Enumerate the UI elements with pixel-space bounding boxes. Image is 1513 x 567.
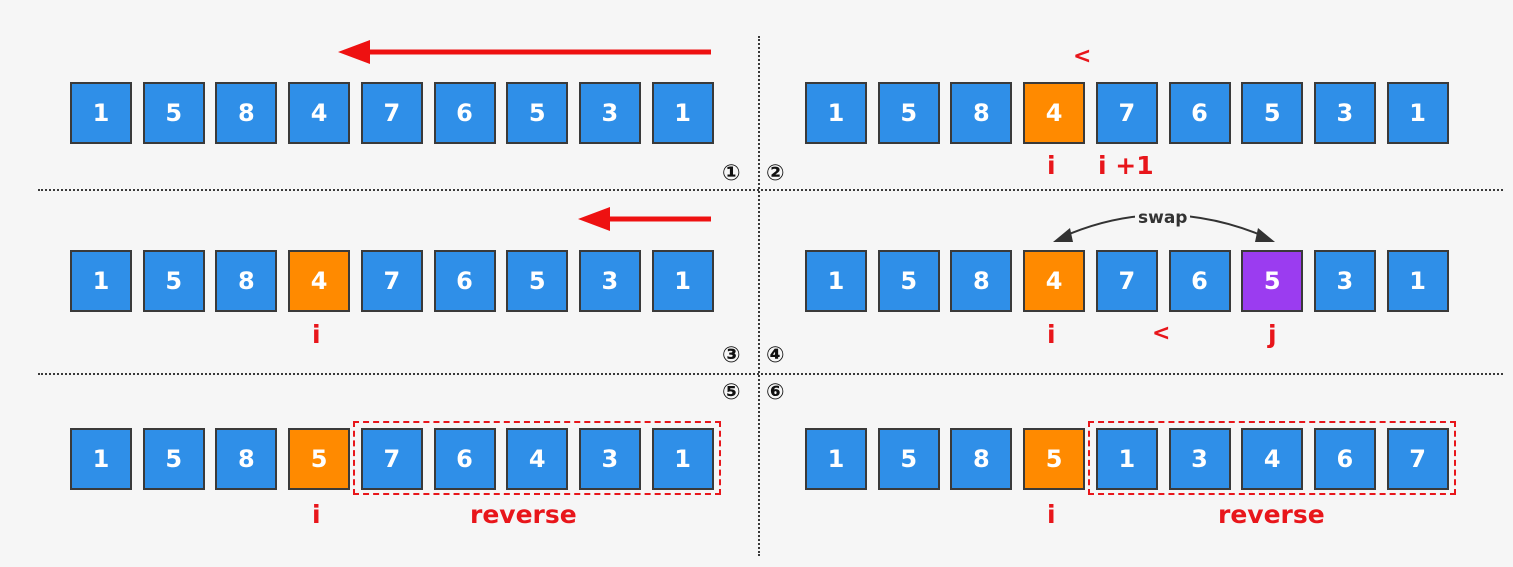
reverse-label-panel-6: reverse [1218, 500, 1325, 529]
array-cell: 1 [651, 82, 714, 144]
array-cell: 1 [70, 82, 132, 144]
array-cell: 1 [1386, 250, 1449, 312]
array-cell: 4 [1023, 82, 1086, 144]
reverse-range-box-panel-5 [353, 421, 721, 495]
array-cell: 4 [1241, 428, 1304, 490]
array-cell: 1 [651, 250, 714, 312]
step-1-marker: ① [722, 161, 741, 186]
array-cell: 5 [877, 82, 940, 144]
array-cell: 7 [360, 428, 423, 490]
array-cell: 7 [1095, 250, 1158, 312]
array-cell: 3 [578, 82, 641, 144]
step-4-marker: ④ [766, 343, 785, 368]
index-i-label-panel-5: i [312, 500, 321, 529]
array-cell: 4 [288, 82, 351, 144]
scan-arrow-panel-3 [578, 207, 711, 231]
array-cell: 1 [70, 428, 132, 490]
array-cell: 6 [1168, 250, 1231, 312]
array-cell: 7 [360, 82, 423, 144]
index-j-label-panel-4: j [1268, 320, 1277, 349]
array-cell: 6 [433, 250, 496, 312]
index-i-label-panel-6: i [1047, 500, 1056, 529]
step-2-marker: ② [766, 161, 785, 186]
array-cell: 4 [506, 428, 569, 490]
index-i-plus-1-label-panel-2: i +1 [1098, 151, 1154, 180]
array-cell: 5 [1241, 250, 1304, 312]
array-cell: 5 [1241, 82, 1304, 144]
array-cell: 1 [1386, 82, 1449, 144]
array-cell: 5 [288, 428, 351, 490]
divider-vertical [758, 36, 760, 556]
reverse-range-box-panel-6 [1088, 421, 1456, 495]
array-cell: 5 [877, 428, 940, 490]
reverse-label-panel-5: reverse [470, 500, 577, 529]
array-cell: 8 [950, 428, 1013, 490]
divider-horizontal-top [38, 189, 1503, 191]
step-6-marker: ⑥ [766, 380, 785, 405]
array-cell: 4 [1023, 250, 1086, 312]
array-cell: 8 [215, 428, 278, 490]
index-i-label-panel-2: i [1047, 151, 1056, 180]
array-cell: 7 [1095, 82, 1158, 144]
array-cell: 6 [1313, 428, 1376, 490]
scan-arrow-panel-1 [338, 40, 711, 64]
array-cell: 3 [1313, 82, 1376, 144]
less-than-marker-panel-2: < [1073, 44, 1092, 69]
array-cell: 3 [1313, 250, 1376, 312]
array-cell: 8 [215, 82, 278, 144]
array-cell: 5 [142, 428, 205, 490]
array-cell: 3 [1168, 428, 1231, 490]
array-cell: 8 [950, 82, 1013, 144]
step-3-marker: ③ [722, 343, 741, 368]
swap-label: swap [1135, 210, 1191, 227]
array-cell: 7 [1386, 428, 1449, 490]
array-cell: 1 [805, 82, 867, 144]
array-cell: 1 [805, 428, 867, 490]
less-than-marker-panel-4: < [1152, 321, 1171, 346]
array-cell: 6 [433, 428, 496, 490]
divider-horizontal-bottom [38, 373, 1503, 375]
array-cell: 3 [578, 428, 641, 490]
array-cell: 3 [578, 250, 641, 312]
step-5-marker: ⑤ [722, 380, 741, 405]
index-i-label-panel-3: i [312, 320, 321, 349]
array-cell: 6 [433, 82, 496, 144]
array-cell: 1 [805, 250, 867, 312]
array-cell: 5 [877, 250, 940, 312]
array-cell: 4 [288, 250, 351, 312]
index-i-label-panel-4: i [1047, 320, 1056, 349]
array-cell: 7 [360, 250, 423, 312]
array-cell: 5 [506, 250, 569, 312]
array-cell: 5 [506, 82, 569, 144]
array-cell: 1 [70, 250, 132, 312]
array-cell: 8 [215, 250, 278, 312]
array-cell: 5 [1023, 428, 1086, 490]
array-cell: 6 [1168, 82, 1231, 144]
array-cell: 1 [651, 428, 714, 490]
array-cell: 8 [950, 250, 1013, 312]
array-cell: 5 [142, 82, 205, 144]
array-cell: 1 [1095, 428, 1158, 490]
array-cell: 5 [142, 250, 205, 312]
